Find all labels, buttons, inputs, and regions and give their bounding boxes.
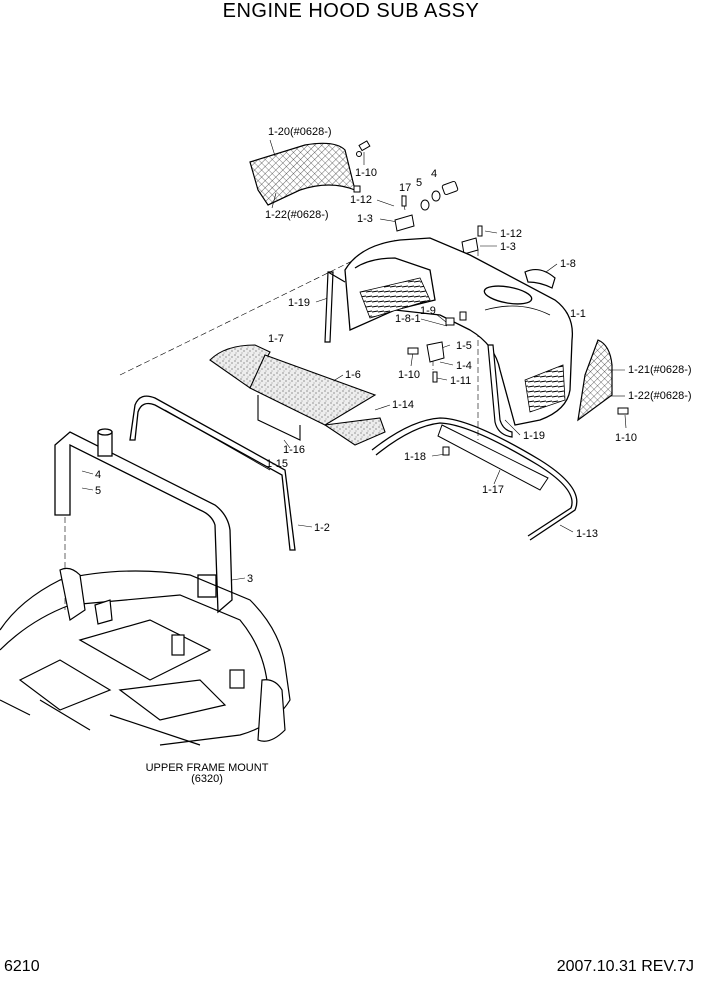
label-1-21: 1-21(#0628-)	[628, 364, 692, 376]
label-1-1: 1-1	[570, 308, 586, 320]
label-1-20: 1-20(#0628-)	[268, 126, 332, 138]
insulation-mats	[209, 344, 386, 446]
label-1-15: 1-15	[266, 458, 288, 470]
label-1-13: 1-13	[576, 528, 598, 540]
hood-handle	[524, 268, 556, 289]
label-1-8: 1-8	[560, 258, 576, 270]
label-4: 4	[431, 168, 437, 180]
label-1-14: 1-14	[392, 399, 414, 411]
reference-name: UPPER FRAME MOUNT	[146, 762, 269, 774]
label-1-12: 1-12	[500, 228, 522, 240]
label-1-10: 1-10	[615, 432, 637, 444]
upper-frame-mount	[0, 567, 291, 746]
label-1-3: 1-3	[357, 213, 373, 225]
label-4: 4	[95, 469, 101, 481]
label-1-10: 1-10	[398, 369, 420, 381]
label-1-19: 1-19	[288, 297, 310, 309]
label-1-10: 1-10	[355, 167, 377, 179]
page-title: ENGINE HOOD SUB ASSY	[222, 0, 480, 22]
label-1-5: 1-5	[456, 340, 472, 352]
reference-code: (6320)	[191, 773, 223, 785]
label-1-9: 1-9	[420, 305, 436, 317]
label-1-22: 1-22(#0628-)	[628, 390, 692, 402]
label-1-18: 1-18	[404, 451, 426, 463]
label-1-6: 1-6	[345, 369, 361, 381]
upper-frame-mount-reference: UPPER FRAME MOUNT (6320)	[146, 762, 269, 785]
part-labels: 1-20(#0628-) 1-22(#0628-) 1-10 17 5 4 1-…	[95, 126, 692, 585]
label-3: 3	[247, 573, 253, 585]
label-1-17: 1-17	[482, 484, 504, 496]
leader-lines	[81, 139, 627, 581]
label-1-22: 1-22(#0628-)	[265, 209, 329, 221]
engine-hood	[344, 237, 574, 426]
revision-info: 2007.10.31 REV.7J	[556, 958, 694, 975]
label-1-19: 1-19	[523, 430, 545, 442]
label-1-3: 1-3	[500, 241, 516, 253]
support-arch	[129, 395, 296, 551]
label-1-12: 1-12	[350, 194, 372, 206]
bolt-hardware-top	[353, 140, 483, 255]
label-1-2: 1-2	[314, 522, 330, 534]
label-5: 5	[416, 177, 422, 189]
label-17: 17	[399, 182, 411, 194]
label-1-7: 1-7	[268, 333, 284, 345]
label-1-16: 1-16	[283, 444, 305, 456]
label-1-4: 1-4	[456, 360, 472, 372]
mesh-screen-top	[249, 142, 356, 206]
seal-strips	[324, 271, 513, 438]
long-seals	[371, 417, 578, 541]
page-number: 6210	[4, 958, 40, 975]
latch-assembly	[407, 311, 467, 383]
label-1-8-1: 1-8-1	[395, 313, 421, 325]
label-5: 5	[95, 485, 101, 497]
mesh-screen-right	[577, 339, 629, 422]
label-1-11: 1-11	[450, 375, 471, 387]
